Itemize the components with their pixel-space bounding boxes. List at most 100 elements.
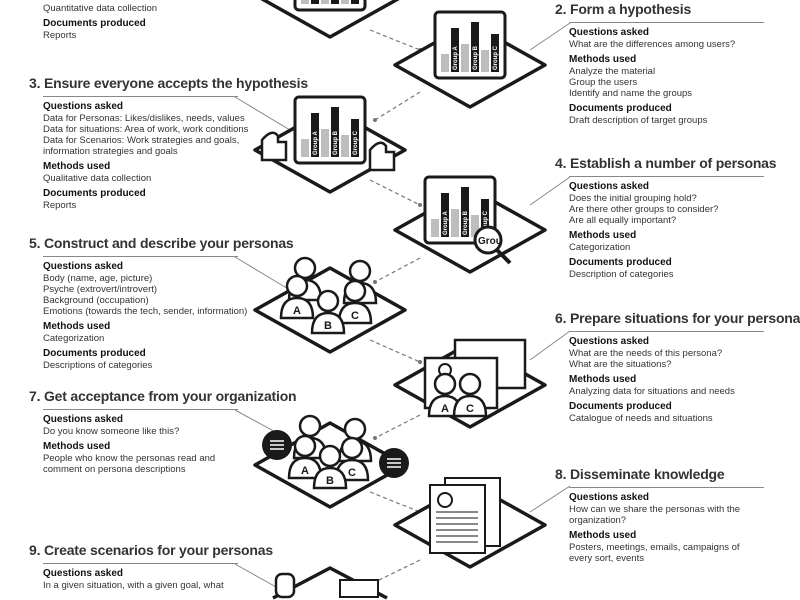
chart-bar [311, 0, 319, 4]
chart-bar [441, 54, 449, 72]
documents-label: Documents produced [569, 257, 672, 268]
chart-bar [461, 187, 469, 237]
dashed-arrow [369, 29, 421, 51]
magnifier-handle [495, 248, 512, 265]
persona-icon: C [452, 372, 488, 418]
arrow-head [418, 360, 422, 364]
chart-bar [451, 28, 459, 72]
chart-bar [481, 50, 489, 72]
document-line: Description of categories [569, 269, 674, 280]
divider-line [43, 409, 238, 410]
step-title: 6. Prepare situations for your personas [555, 310, 800, 326]
chart-bar [341, 0, 349, 4]
questions-label: Questions asked [569, 336, 650, 347]
divider-line [43, 256, 238, 257]
chart-bar [351, 0, 359, 4]
divider-line [569, 176, 764, 177]
method-line: Quantitative data collection [43, 3, 158, 14]
chart-bar [331, 107, 339, 157]
persona-icon: A [287, 434, 323, 480]
persona-head [343, 417, 367, 441]
persona-head [293, 256, 317, 280]
question-line: Do you know someone like this? [43, 426, 180, 437]
chart-bar [441, 193, 449, 237]
persona-letter: A [441, 403, 449, 415]
step-title: 4. Establish a number of personas [555, 155, 777, 171]
questions-label: Questions asked [43, 414, 124, 425]
persona-icon: B [312, 444, 348, 490]
persona-icon: C [337, 279, 373, 325]
persona-letter: B [326, 475, 334, 487]
divider-line [43, 563, 238, 564]
document-line: Reports [43, 200, 77, 211]
screen-card [339, 579, 379, 598]
methods-label: Methods used [569, 530, 637, 541]
question-line: Data for situations: Area of work, work … [43, 124, 249, 135]
step-title: 7. Get acceptance from your organization [29, 388, 297, 404]
methods-label: Methods used [43, 441, 111, 452]
questions-label: Questions asked [569, 181, 650, 192]
question-line: Data for Personas: Likes/dislikes, needs… [43, 113, 245, 124]
method-line: Identify and name the groups [569, 88, 693, 99]
questions-label: Questions asked [43, 261, 124, 272]
persona-icon: B [310, 289, 346, 335]
persona-body [279, 296, 315, 320]
method-line: People who know the personas read and [43, 453, 216, 464]
group-label: Group A [313, 131, 319, 155]
group-label: Group C [493, 45, 499, 70]
leader-line [234, 256, 291, 291]
leader-line [529, 330, 571, 361]
chart-bar [321, 0, 329, 4]
persona-head [293, 434, 317, 458]
chart-bar [451, 209, 459, 237]
document-line: Descriptions of categories [43, 360, 153, 371]
documents-label: Documents produced [569, 401, 672, 412]
question-line: Data for Scenarios: Work strategies and … [43, 135, 240, 146]
group-label: Group A [453, 46, 459, 70]
thumbs-up-icon [260, 131, 288, 162]
leader-line [234, 96, 291, 131]
persona-letter: C [348, 467, 356, 479]
persona-letter: C [351, 310, 359, 322]
arrow-head [418, 203, 422, 207]
persona-body [312, 466, 348, 490]
question-line: In a given situation, with a given goal,… [43, 580, 224, 591]
persona-letter: C [466, 403, 474, 415]
method-line: Analyze the material [569, 66, 656, 77]
dashed-arrow [369, 339, 421, 363]
question-line: How can we share the personas with the [569, 504, 741, 515]
divider-line [43, 96, 238, 97]
leader-line [529, 22, 571, 51]
documents-label: Documents produced [43, 188, 146, 199]
document-line: Catalogue of needs and situations [569, 413, 713, 424]
chart-bar [321, 129, 329, 157]
question-line: Background (occupation) [43, 295, 149, 306]
method-line: Qualitative data collection [43, 173, 152, 184]
question-line: Psyche (extrovert/introvert) [43, 284, 158, 295]
questions-label: Questions asked [569, 27, 650, 38]
chart-bar [311, 113, 319, 157]
methods-label: Methods used [569, 230, 637, 241]
question-line: Body (name, age, picture) [43, 273, 153, 284]
persona-head [316, 289, 340, 313]
device-icon [274, 572, 296, 599]
persona-icon: A [279, 274, 315, 320]
persona-head [343, 279, 367, 303]
arrow-head [373, 280, 377, 284]
methods-label: Methods used [43, 0, 157, 3]
method-line: Analyzing data for situations and needs [569, 386, 735, 397]
persona-head [348, 259, 372, 283]
methods-label: Methods used [43, 321, 111, 332]
group-label: Group B [463, 210, 469, 235]
persona-head [458, 372, 482, 396]
